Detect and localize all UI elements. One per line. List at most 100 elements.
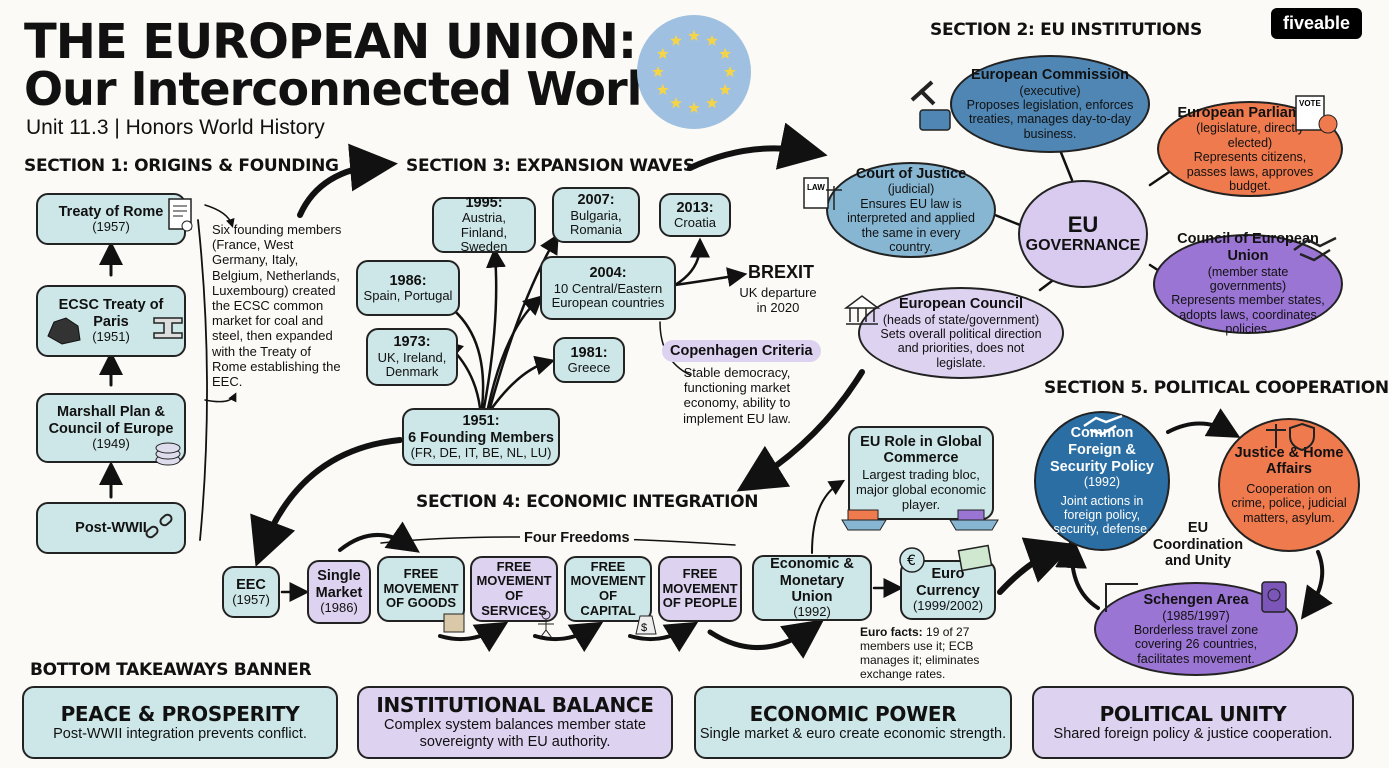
fiveable-logo: fiveable: [1270, 8, 1362, 39]
euro-facts-label: Euro facts:: [860, 625, 923, 639]
package-icon: [443, 613, 465, 633]
coins-icon: [155, 442, 181, 466]
single-market-box: Single Market (1986): [307, 560, 371, 624]
page-subtitle: Unit 11.3 | Honors World History: [26, 116, 325, 139]
box-sub: (1957): [232, 591, 270, 607]
court-of-justice: Court of Justice (judicial) Ensures EU l…: [826, 162, 996, 258]
flag-star-icon: [688, 101, 700, 113]
box-sub: (1951): [92, 328, 130, 344]
section2-heading: SECTION 2: EU INSTITUTIONS: [930, 20, 1202, 40]
governance-line2: GOVERNANCE: [1025, 237, 1141, 255]
wave-desc: Croatia: [674, 214, 716, 230]
wave-2004-box: 2004: 10 Central/Eastern European countr…: [540, 256, 676, 320]
box-title: Post-WWII: [75, 519, 147, 536]
wave-year: 1981:: [570, 344, 608, 361]
svg-text:$: $: [641, 622, 647, 634]
handshake-icon: [1293, 236, 1337, 262]
box-title: Marshall Plan & Council of Europe: [48, 404, 174, 437]
eu-flag-icon: [637, 15, 751, 129]
box-sub: (1992): [793, 604, 831, 620]
inst-desc: Proposes legislation, enforces treaties,…: [966, 97, 1134, 141]
free-services-box: FREE MOVEMENT OF SERVICES: [470, 556, 558, 622]
euro-facts-text: 19 of 27 members use it; ECB manages it;…: [860, 625, 980, 682]
freedom-label: FREE MOVEMENT OF SERVICES: [476, 558, 552, 618]
justice-home-affairs: Justice & Home Affairs Cooperation on cr…: [1218, 418, 1360, 552]
inst-desc: Represents citizens, passes laws, approv…: [1186, 150, 1314, 193]
worker-icon: [538, 610, 554, 639]
inst-name: European Council: [898, 295, 1024, 312]
box-title: EEC: [236, 576, 266, 593]
takeaway-desc: Post-WWII integration prevents conflict.: [53, 725, 307, 742]
inst-role: (legislature, directly elected): [1196, 121, 1304, 150]
broken-chain-icon: [145, 513, 173, 539]
brexit-desc: UK departure in 2020: [739, 285, 817, 316]
inst-desc: Ensures EU law is interpreted and applie…: [847, 196, 975, 254]
council-of-eu: Council of European Union (member state …: [1153, 231, 1343, 337]
wave-year: 1995:: [465, 195, 503, 212]
section5-heading: SECTION 5. POLITICAL COOPERATION: [1044, 378, 1389, 398]
takeaway-institutional: INSTITUTIONAL BALANCE Complex system bal…: [357, 686, 673, 759]
page-title-line2: Our Interconnected World: [24, 62, 674, 116]
freedom-label: FREE MOVEMENT OF CAPITAL: [570, 558, 646, 618]
flag-star-icon: [670, 34, 682, 46]
free-people-box: FREE MOVEMENT OF PEOPLE: [658, 556, 742, 622]
law-label: LAW: [807, 183, 825, 192]
takeaway-title: INSTITUTIONAL BALANCE: [376, 693, 654, 718]
flag-star-icon: [719, 83, 732, 95]
free-capital-box: FREE MOVEMENT OF CAPITAL: [564, 556, 652, 622]
box-title: Economic & Monetary Union: [770, 556, 854, 605]
inst-desc: Represents member states, adopts laws, c…: [1171, 293, 1325, 337]
four-freedoms-label: Four Freedoms: [520, 530, 634, 546]
steel-beam-icon: [153, 317, 183, 339]
scales-shield-icon: [1266, 422, 1315, 452]
box-title: Euro Currency: [916, 566, 980, 599]
takeaway-desc: Complex system balances member state sov…: [384, 717, 646, 750]
inst-role: (member state governments): [1207, 264, 1289, 294]
box-sub: (1957): [92, 218, 130, 234]
wave-1973-box: 1973: UK, Ireland, Denmark: [366, 328, 458, 386]
wave-2007-box: 2007: Bulgaria, Romania: [552, 187, 640, 243]
freedom-label: FREE MOVEMENT OF GOODS: [383, 566, 459, 611]
emu-box: Economic & Monetary Union (1992): [752, 555, 872, 621]
wave-year: 1973:: [393, 334, 431, 351]
european-parliament: European Parliament (legislature, direct…: [1157, 101, 1343, 197]
flag-star-icon: [706, 34, 718, 46]
inst-name: European Commission: [971, 66, 1129, 83]
takeaway-title: POLITICAL UNITY: [1099, 701, 1287, 726]
wave-desc: Greece: [567, 359, 611, 375]
euro-facts: Euro facts: 19 of 27 members use it; ECB…: [860, 625, 1020, 681]
capitol-building-icon: [843, 295, 881, 325]
section3-heading: SECTION 3: EXPANSION WAVES: [406, 156, 695, 176]
wave-desc: Austria, Finland, Sweden: [460, 210, 508, 255]
copenhagen-desc: Stable democracy, functioning market eco…: [683, 365, 791, 426]
gavel-briefcase-icon: [910, 80, 951, 131]
euro-coin-note-icon: €: [899, 544, 993, 573]
copenhagen-title: Copenhagen Criteria: [662, 340, 821, 362]
wave-desc: UK, Ireland, Denmark: [377, 349, 447, 380]
wave-desc: Bulgaria, Romania: [569, 207, 623, 238]
wave-1951-box: 1951: 6 Founding Members (FR, DE, IT, BE…: [402, 408, 560, 466]
inst-desc: Sets overall political direction and pri…: [880, 326, 1042, 370]
treaty-scroll-icon: [168, 198, 193, 232]
border-passport-icon: [1105, 581, 1287, 613]
policy-sub: (1992): [1083, 475, 1121, 490]
policy-desc: Joint actions in foreign policy, securit…: [1053, 493, 1151, 537]
european-council: European Council (heads of state/governm…: [858, 287, 1064, 379]
law-scales-icon: LAW: [803, 177, 842, 210]
wave-2013-box: 2013: Croatia: [659, 193, 731, 237]
wave-year: 1986:: [389, 272, 427, 289]
treaty-of-rome-box: Treaty of Rome (1957): [36, 193, 186, 245]
flag-star-icon: [719, 47, 732, 59]
vote-label: VOTE: [1299, 99, 1321, 108]
wave-desc: Spain, Portugal: [363, 287, 453, 303]
global-commerce-box: EU Role in Global Commerce Largest tradi…: [848, 426, 994, 520]
inst-name: Court of Justice: [855, 165, 967, 182]
marshall-plan-box: Marshall Plan & Council of Europe (1949): [36, 393, 186, 463]
wave-year: 2007:: [577, 192, 615, 209]
coal-icon: [47, 317, 81, 345]
flag-star-icon: [656, 47, 669, 59]
cargo-ships-icon: [841, 509, 999, 531]
wave-desc: (FR, DE, IT, BE, NL, LU): [410, 444, 552, 460]
takeaway-peace: PEACE & PROSPERITY Post-WWII integration…: [22, 686, 338, 759]
post-wwii-box: Post-WWII: [36, 502, 186, 554]
